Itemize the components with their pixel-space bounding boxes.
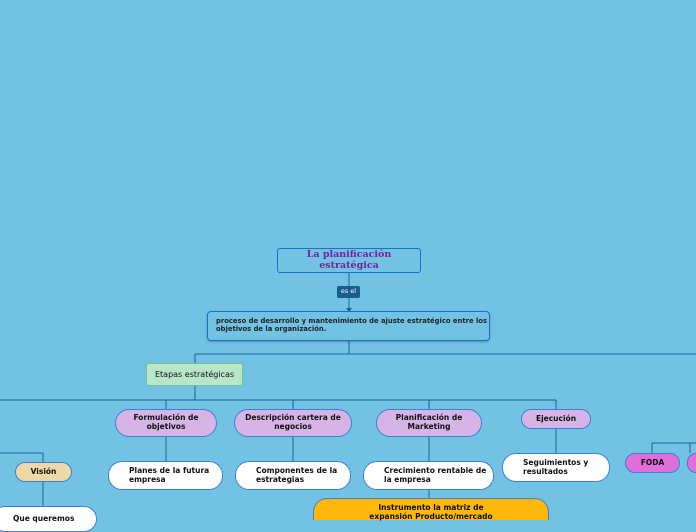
detail-topic-portfolio[interactable]: Componentes de la estrategias [235,461,351,490]
stage-topic-portfolio[interactable]: Descripción cartera de negocios [234,409,352,437]
stage-label: Planificación de Marketing [395,413,463,431]
vision-detail-topic[interactable]: Que queremos [0,506,97,532]
root-topic[interactable]: La planificación estratégica [277,248,421,273]
relationship-label[interactable]: es el [337,286,360,298]
detail-topic-marketing[interactable]: Crecimiento rentable de la empresa [363,461,494,490]
partial-topic-offscreen[interactable] [687,453,696,473]
root-topic-label: La planificación estratégica [306,248,392,271]
detail-label: Crecimiento rentable de la empresa [384,465,487,484]
vision-label: Visión [30,466,57,476]
connector-lines [0,273,696,506]
stage-label: Ejecución [535,413,577,423]
foda-topic[interactable]: FODA [625,453,680,473]
definition-text: proceso de desarrollo y mantenimiento de… [216,317,488,333]
detail-topic-objectives[interactable]: Planes de la futura empresa [108,461,223,490]
relationship-label-text: es el [340,287,357,296]
detail-label: Planes de la futura empresa [129,465,210,484]
detail-topic-execution[interactable]: Seguimientos y resultados [502,453,610,482]
stages-topic[interactable]: Etapas estratégicas [146,363,243,386]
stage-label: Formulación de objetivos [133,413,199,431]
stages-label: Etapas estratégicas [154,369,235,379]
stage-topic-marketing[interactable]: Planificación de Marketing [376,409,482,437]
definition-topic[interactable]: proceso de desarrollo y mantenimiento de… [207,311,490,341]
vision-detail-label: Que queremos [13,513,75,523]
stage-topic-execution[interactable]: Ejecución [521,409,591,429]
detail-label: Seguimientos y resultados [523,457,589,476]
stage-label: Descripción cartera de negocios [245,413,341,431]
detail-label: Componentes de la estrategias [256,465,338,484]
matrix-topic[interactable]: Instrumento la matriz de expansión Produ… [313,498,549,521]
arrowhead-icon [346,308,352,312]
matrix-label: Instrumento la matriz de expansión Produ… [369,503,493,521]
foda-label: FODA [640,457,665,467]
stage-topic-objectives[interactable]: Formulación de objetivos [115,409,217,437]
vision-topic[interactable]: Visión [15,462,72,482]
